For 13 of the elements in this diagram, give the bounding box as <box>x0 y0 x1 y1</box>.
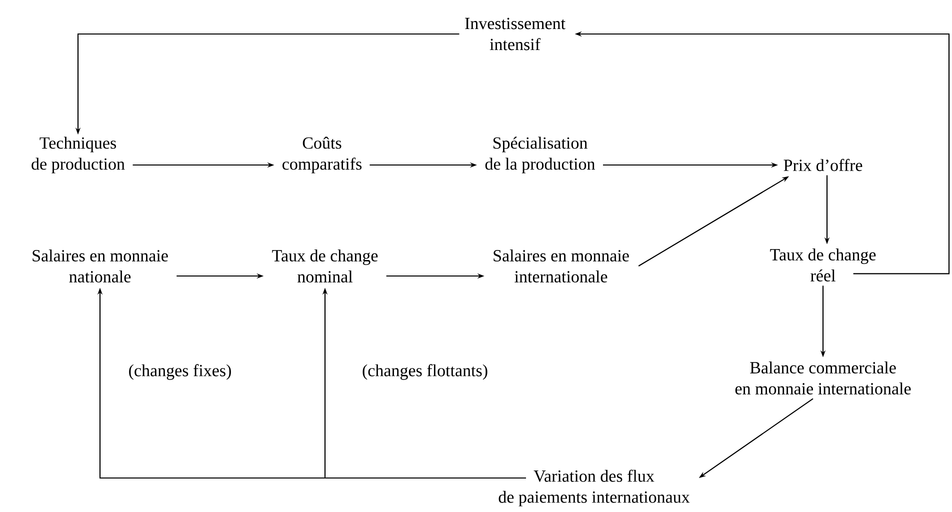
concept-label: Coûts comparatifs <box>282 136 362 174</box>
concept-label: Salaires en monnaie internationale <box>494 250 629 282</box>
concept-label: Salaires en monnaie nationale <box>32 250 168 282</box>
edge-label: (changes fixes) <box>126 362 234 382</box>
concept-label: Techniques de production <box>32 136 125 174</box>
concept-label: Taux de change réel <box>770 248 876 282</box>
concept-label: Balance commerciale en monnaie internationale <box>735 362 911 394</box>
concept-label: Taux de change nominal <box>272 250 378 282</box>
concept-label: Prix d’offre <box>784 158 862 172</box>
concept-label: Variation des flux de paiements internationaux <box>498 470 690 506</box>
concept-label: Spécialisation de la production <box>485 136 595 174</box>
concept-label: Investissement intensif <box>465 18 566 50</box>
edge-label: (changes flottants) <box>360 362 490 382</box>
